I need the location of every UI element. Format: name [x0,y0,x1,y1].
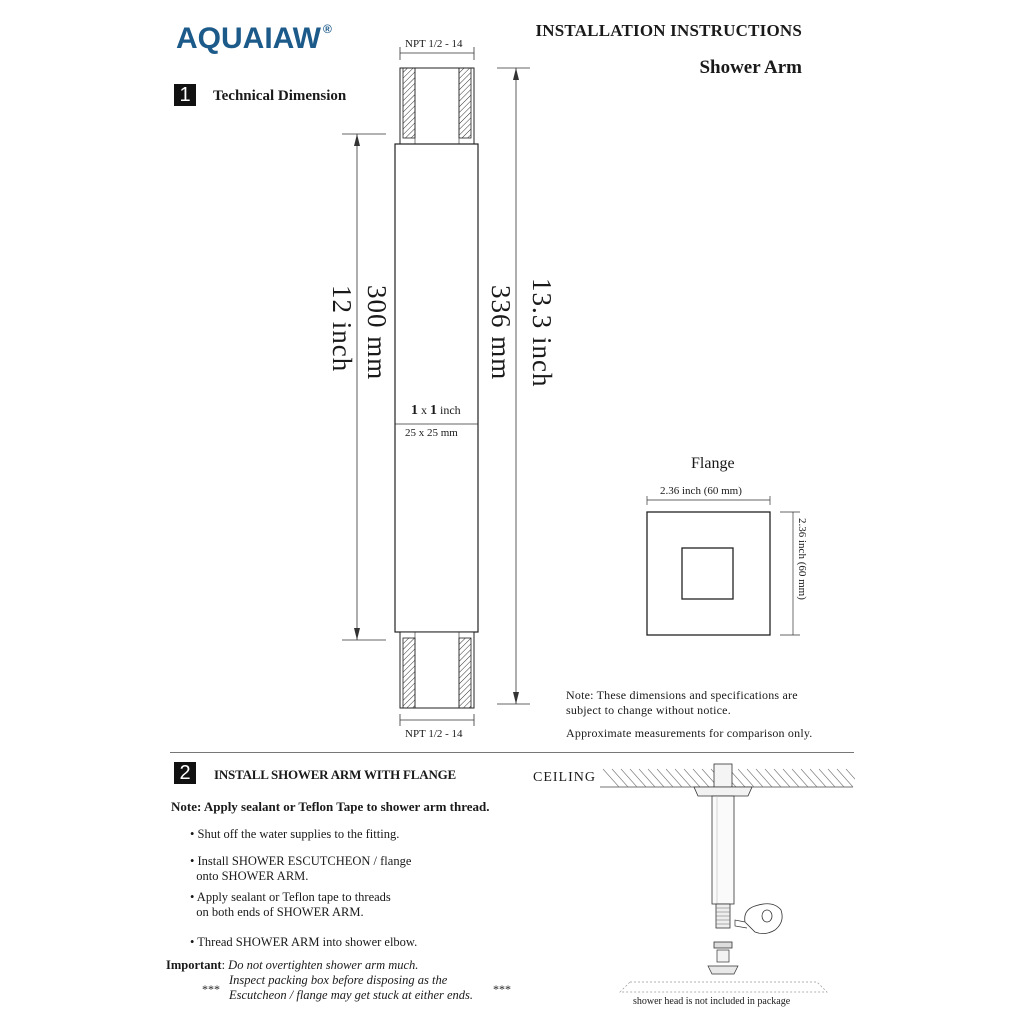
important-line-1: Do not overtighten shower arm much. [228,958,419,972]
cross-section-inch-label: 1 x 1 inch [411,403,461,419]
ceiling-hatch-line [782,768,800,788]
ceiling-hatch-line [683,768,701,788]
ceiling-hatch-line [800,768,818,788]
ceiling-hatch-line [764,768,782,788]
body-length-mm-label: 300 mm [362,285,392,381]
document-title: INSTALLATION INSTRUCTIONS [535,21,802,40]
bullet-2-line-1: • Install SHOWER ESCUTCHEON / flange [190,854,412,868]
ceiling-label: CEILING [533,770,596,785]
ceiling-hatch-line [665,768,683,788]
ceiling-hatch-line [809,768,827,788]
teflon-tape-icon [734,903,783,934]
npt-top-dimension [399,47,475,60]
cross-section-x: x [418,403,430,417]
ceiling-hatch-line [773,768,791,788]
cross-section-inch-a: 1 [411,403,418,418]
important-line-2: Inspect packing box before disposing as … [229,973,448,987]
ceiling-hatch-line [746,768,764,788]
bullet-4: • Thread SHOWER ARM into shower elbow. [190,935,418,949]
installation-illustration [600,763,855,993]
sealant-note: Note: Apply sealant or Teflon Tape to sh… [171,799,490,814]
ceiling-hatch-line [827,768,845,788]
flange-width-label: 2.36 inch (60 mm) [660,485,742,497]
npt-bottom-label: NPT 1/2 - 14 [405,728,463,740]
bottom-threaded-end [399,631,475,709]
spec-note-line-2: subject to change without notice. [566,703,731,717]
flange-drawing [646,496,800,636]
important-note: Important: Do not overtighten shower arm… [166,958,418,973]
npt-top-label: NPT 1/2 - 14 [405,38,463,50]
total-length-mm-label: 336 mm [486,285,516,381]
brand-logo: AQUAIAW® [176,22,332,56]
bullet-3-line-2: on both ends of SHOWER ARM. [190,905,364,919]
cross-section-inch-b: 1 [430,403,437,418]
showerhead-outline [619,981,828,993]
ceiling-hatch-line [602,768,620,788]
total-length-dimension [497,67,530,705]
shower-arm-body [394,143,479,633]
stars-right: *** [493,982,511,996]
shower-arm-drawing [342,47,800,726]
arm-tube [711,795,735,905]
spec-change-note: Note: These dimensions and specification… [566,688,798,718]
ceiling-hatch-line [845,768,855,780]
flange-height-label: 2.36 inch (60 mm) [796,518,808,600]
connector-nut [713,941,733,949]
body-length-inch-label: 12 inch [327,285,357,373]
showerhead-hub [707,965,739,975]
elbow-inlet [713,763,733,788]
section-divider [170,752,854,753]
showerhead-caption: shower head is not included in package [633,996,791,1007]
section-2-number: 2 [174,762,196,784]
ceiling-hatch-line [836,768,854,788]
section-1-title: Technical Dimension [213,88,347,104]
document-subtitle: Shower Arm [699,57,802,78]
top-threaded-end [399,67,475,145]
ceiling-hatch-line [692,768,710,788]
bullet-3-line-1: • Apply sealant or Teflon tape to thread… [190,890,391,904]
cross-section-mm-label: 25 x 25 mm [405,427,458,439]
ceiling-hatch-line [674,768,692,788]
ceiling-hatch-line [818,768,836,788]
ceiling-hatch-line [620,768,638,788]
ceiling-hatch-line [611,768,629,788]
important-line-3: Escutcheon / flange may get stuck at eit… [229,988,474,1002]
cross-section-unit: inch [437,403,461,417]
important-label: Important [166,958,222,972]
body-length-dimension [342,133,386,641]
stars-left: *** [202,982,220,996]
ball-joint [716,949,730,963]
bullet-2-line-2: onto SHOWER ARM. [190,869,309,883]
section-2-title: INSTALL SHOWER ARM WITH FLANGE [214,767,457,782]
npt-bottom-dimension [399,714,475,726]
approx-note: Approximate measurements for comparison … [566,726,813,740]
ceiling-hatch-line [647,768,665,788]
logo-text: AQUAIAW [176,22,321,55]
ceiling-hatch-line [791,768,809,788]
total-length-inch-label: 13.3 inch [527,278,557,388]
important-colon: : [221,958,229,972]
ceiling-flange-icon [693,786,753,797]
ceiling-hatch-line [755,768,773,788]
section-1-number: 1 [174,84,196,106]
ceiling-hatch-line [638,768,656,788]
flange-title: Flange [691,455,735,472]
bullet-1: • Shut off the water supplies to the fit… [190,827,400,841]
ceiling-hatch-line [656,768,674,788]
ceiling-hatch-line [737,768,755,788]
ceiling-hatch-line [629,768,647,788]
spec-note-line-1: Note: These dimensions and specification… [566,688,798,702]
registered-mark: ® [323,22,332,36]
